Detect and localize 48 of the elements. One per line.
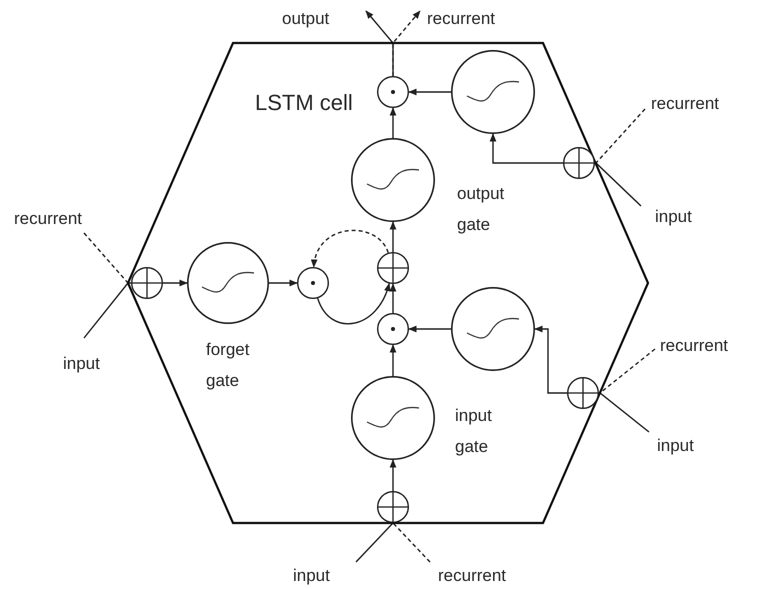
gate-label: forget gate	[206, 339, 250, 392]
connector	[390, 459, 396, 491]
product-junction	[377, 313, 409, 345]
signal-label: recurrent	[14, 209, 82, 230]
sum-junction	[377, 252, 409, 284]
connector	[408, 88, 451, 96]
connector	[163, 280, 188, 286]
signal-label: output	[282, 9, 330, 30]
sum-junction	[131, 267, 163, 299]
dashed-connector	[312, 230, 389, 268]
connector	[269, 280, 298, 286]
signal-label: recurrent	[660, 336, 728, 356]
gate-label: input gate	[455, 405, 493, 458]
signal-label: input	[655, 207, 692, 228]
connector	[83, 282, 131, 338]
connector	[598, 392, 650, 433]
connector	[594, 162, 642, 206]
dashed-connector	[392, 522, 430, 562]
sigmoid-unit	[351, 138, 435, 222]
connector	[390, 221, 396, 252]
signal-label: recurrent	[651, 94, 720, 114]
connector	[408, 326, 451, 332]
sum-junction	[563, 147, 595, 179]
connector	[490, 133, 563, 164]
sigmoid-unit	[187, 242, 269, 324]
signal-label: input	[657, 436, 694, 456]
connector	[390, 107, 396, 138]
signal-label: recurrent	[438, 566, 506, 586]
signal-label: input	[293, 566, 330, 586]
connector	[534, 326, 567, 394]
cell-hexagon	[128, 43, 648, 523]
product-junction	[297, 267, 329, 299]
connector	[390, 283, 396, 313]
gate-label: output gate	[457, 183, 506, 236]
dashed-connector	[594, 108, 646, 164]
sigmoid-unit	[451, 50, 535, 134]
signal-label: recurrent	[427, 9, 496, 30]
product-junction	[377, 76, 409, 108]
sigmoid-unit	[451, 287, 535, 371]
signal-label: input	[63, 354, 100, 374]
dashed-connector	[392, 10, 421, 76]
sum-junction	[377, 491, 409, 523]
connector	[317, 282, 390, 324]
connector	[390, 344, 396, 376]
sum-junction	[567, 377, 599, 409]
cell-title: LSTM cell	[255, 90, 353, 116]
sigmoid-unit	[351, 376, 435, 460]
connector	[356, 522, 394, 562]
